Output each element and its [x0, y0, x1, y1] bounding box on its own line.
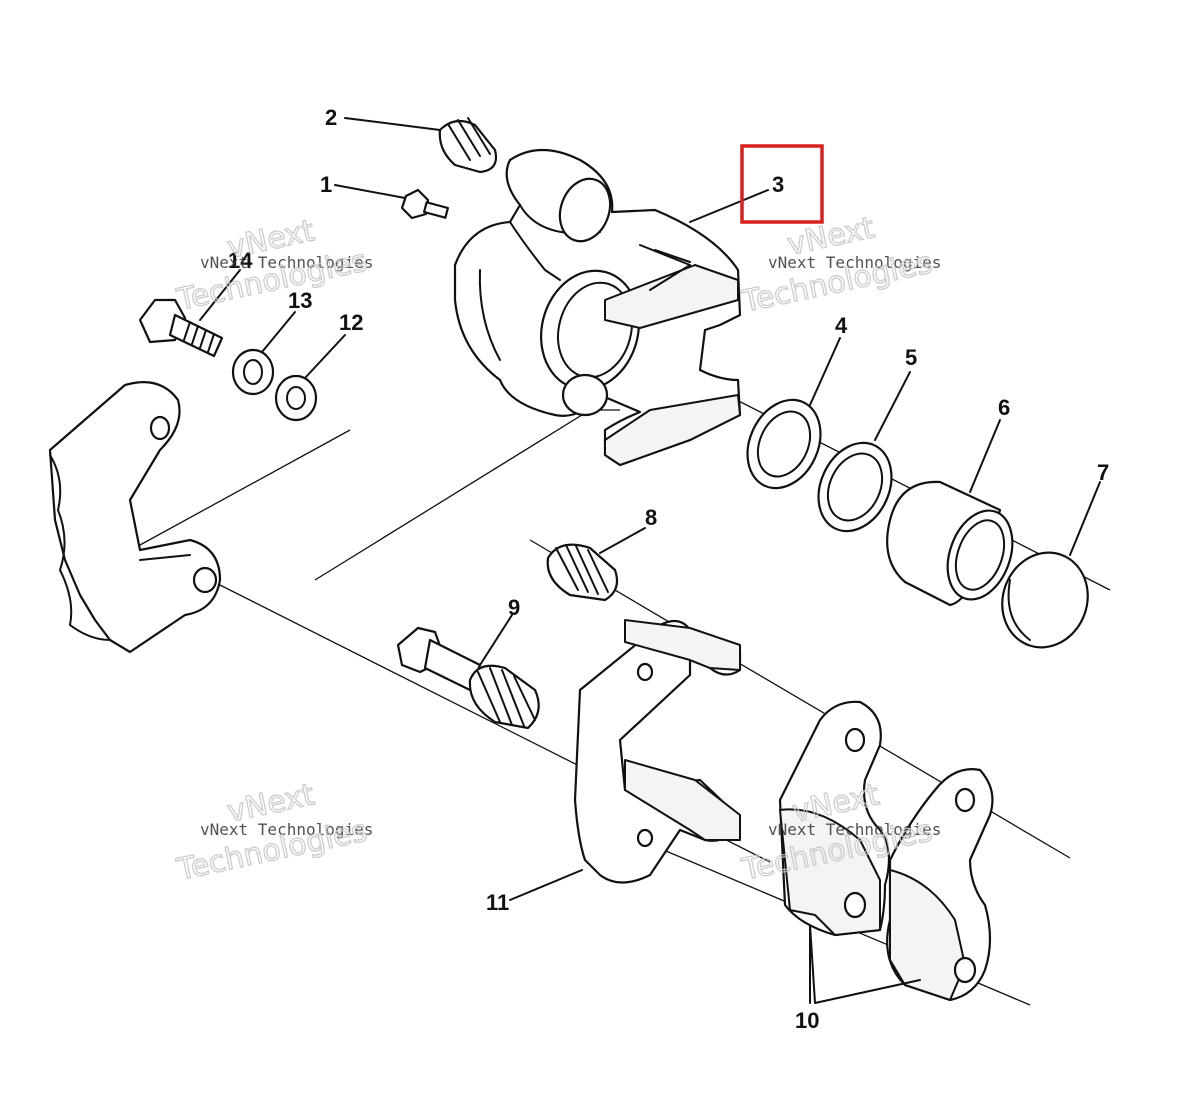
callout-14: 14: [228, 248, 253, 273]
part-8-spring: [546, 543, 619, 602]
part-9-guide-pin: [396, 626, 540, 730]
part-3-caliper-housing: [453, 149, 742, 467]
part-4-seal: [746, 398, 822, 490]
watermark-text: vNext Technologies: [768, 253, 941, 272]
watermark-text: vNext Technologies: [200, 253, 373, 272]
callout-13: 13: [288, 288, 312, 313]
part-14-bolt: [138, 298, 224, 358]
callout-2: 2: [325, 105, 337, 130]
part-13-lock-washer: [231, 348, 275, 396]
callout-8: 8: [645, 505, 657, 530]
highlight-box-callout-3: [740, 144, 824, 224]
part-10-brake-pads: [778, 700, 994, 1002]
callout-5: 5: [905, 345, 917, 370]
callout-1: 1: [320, 172, 332, 197]
part-5-seal: [817, 441, 893, 533]
part-1-bleeder-screw: [400, 188, 450, 220]
part-2-bleeder-cap: [438, 117, 498, 174]
callout-labels: 2 1 3 14 13 12 4 5 6 7 8 9 11 10: [228, 105, 1109, 1033]
callout-3: 3: [772, 172, 784, 197]
watermark-text: vNext Technologies: [768, 820, 941, 839]
callout-4: 4: [835, 313, 848, 338]
callout-10: 10: [795, 1008, 819, 1033]
part-7-dust-cap: [1001, 551, 1089, 649]
callout-11: 11: [486, 890, 509, 915]
leader-lines: [199, 117, 1101, 1004]
callout-7: 7: [1097, 460, 1109, 485]
part-11-anchor-bracket: [573, 619, 742, 884]
mounting-bracket: [48, 381, 222, 654]
part-6-piston: [886, 480, 1014, 607]
callout-9: 9: [508, 595, 520, 620]
watermark-text: vNext Technologies: [200, 820, 373, 839]
part-12-flat-washer: [274, 374, 318, 422]
callout-6: 6: [998, 395, 1010, 420]
callout-12: 12: [339, 310, 363, 335]
